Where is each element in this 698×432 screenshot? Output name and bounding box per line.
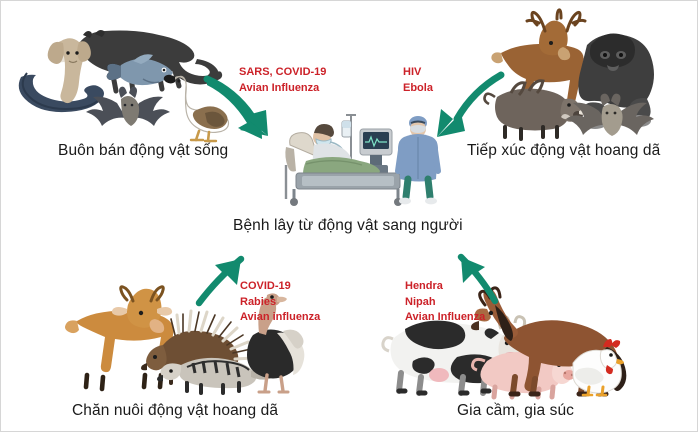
animal-cluster-top-left — [9, 13, 230, 143]
disease-list-bottom-right: Hendra Nipah Avian Influenza — [405, 279, 485, 326]
disease-item: Ebola — [403, 81, 433, 94]
animal-cluster-bottom-right — [381, 286, 657, 400]
goose-icon — [163, 74, 230, 143]
disease-list-bottom-left: COVID-19 Rabies Avian influenza — [240, 279, 320, 326]
disease-item: Rabies — [240, 295, 277, 308]
arrow-bottom-left-to-center — [195, 255, 245, 307]
hospital-scene — [284, 109, 441, 207]
disease-list-top-left: SARS, COVID-19 Avian Influenza — [239, 65, 326, 96]
fish-icon — [106, 54, 173, 86]
ostrich-icon — [247, 293, 305, 394]
arrow-bottom-right-to-center — [457, 253, 499, 305]
animal-cluster-bottom-left — [61, 285, 305, 395]
arrow-top-left-to-center — [203, 75, 268, 139]
disease-list-top-right: HIV Ebola — [403, 65, 433, 96]
patient-in-bed-icon — [284, 124, 402, 206]
doctor-ppe-icon — [395, 116, 441, 205]
label-top-right: Tiếp xúc động vật hoang dã — [467, 142, 661, 159]
bat-icon — [566, 93, 654, 136]
chicken-icon — [572, 339, 624, 397]
disease-item: Nipah — [405, 295, 436, 308]
disease-item: SARS, COVID-19 — [239, 66, 327, 78]
label-center: Bệnh lây từ động vật sang người — [233, 217, 463, 234]
disease-item: HIV — [403, 66, 422, 78]
label-bottom-right: Gia cầm, gia súc — [457, 402, 575, 419]
deer-icon — [65, 285, 174, 392]
label-top-left: Buôn bán động vật sống — [58, 142, 229, 159]
bat-icon — [86, 86, 170, 126]
label-bottom-left: Chăn nuôi động vật hoang dã — [72, 402, 279, 419]
disease-item: Avian Influenza — [239, 81, 320, 94]
arrow-top-right-to-center — [437, 71, 505, 137]
disease-item: Avian Influenza — [405, 311, 486, 324]
animal-cluster-top-right — [481, 8, 691, 141]
cobra-snake-icon — [18, 38, 104, 113]
disease-item: Hendra — [405, 280, 443, 292]
disease-item: COVID-19 — [240, 280, 291, 292]
disease-item: Avian influenza — [240, 311, 321, 324]
